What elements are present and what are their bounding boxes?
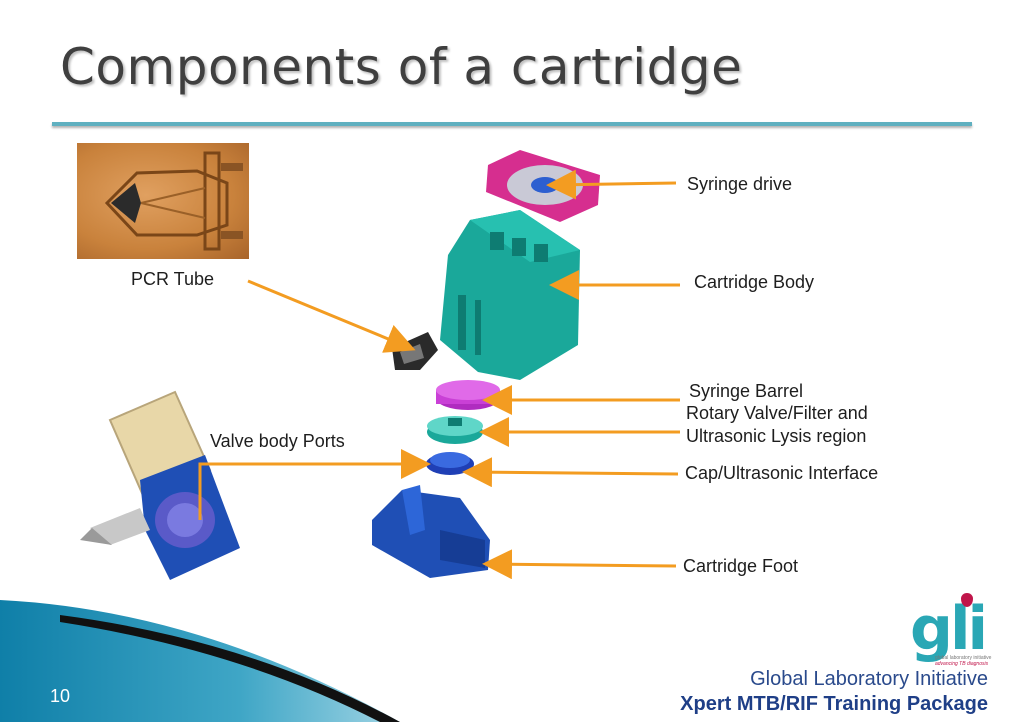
slide-title: Components of a cartridge bbox=[60, 38, 743, 96]
gli-logo-subtagline: advancing TB diagnosis bbox=[935, 661, 989, 667]
valve-body-part bbox=[80, 390, 240, 580]
footer-organization: Global Laboratory Initiative bbox=[750, 668, 988, 690]
label-cartridge-body: Cartridge Body bbox=[694, 272, 815, 292]
gli-logo: gli bbox=[910, 594, 988, 664]
label-syringe-barrel: Syringe Barrel bbox=[689, 381, 804, 401]
label-cap-interface: Cap/Ultrasonic Interface bbox=[685, 463, 879, 483]
cartridge-body-part bbox=[440, 210, 580, 380]
rotary-valve-part bbox=[427, 416, 483, 444]
arrow-pcr-tube bbox=[247, 279, 416, 353]
label-rotary-valve: Rotary Valve/Filter and bbox=[686, 403, 868, 423]
arrow-syringe-drive bbox=[546, 169, 677, 200]
title-divider bbox=[52, 122, 972, 126]
pcr-tube-photo bbox=[77, 143, 249, 259]
gli-logo-dot bbox=[961, 593, 973, 607]
footer-package: Xpert MTB/RIF Training Package bbox=[680, 693, 988, 715]
label-syringe-drive: Syringe drive bbox=[687, 174, 793, 194]
label-ultrasonic-lysis: Ultrasonic Lysis region bbox=[686, 426, 867, 446]
label-cartridge-foot: Cartridge Foot bbox=[683, 556, 799, 576]
gli-logo-tagline: global laboratory initiative bbox=[935, 655, 992, 661]
arrow-valve-body-ports bbox=[198, 449, 431, 520]
arrow-cap-interface bbox=[462, 457, 679, 488]
label-valve-body-ports: Valve body Ports bbox=[210, 431, 345, 451]
cap-ultrasonic-part bbox=[426, 452, 474, 475]
page-number: 10 bbox=[50, 686, 71, 706]
label-pcr-tube: PCR Tube bbox=[131, 269, 215, 289]
arrow-cartridge-foot bbox=[482, 549, 677, 580]
cartridge-foot-part bbox=[372, 485, 490, 578]
